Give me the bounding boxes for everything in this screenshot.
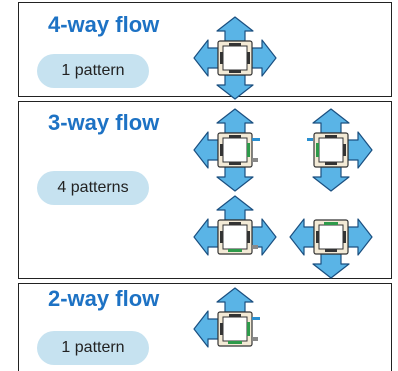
table-frame [18, 2, 392, 371]
airflow-arrow-icon [312, 166, 350, 192]
airflow-arrow-icon [216, 166, 254, 192]
airflow-arrow-icon [216, 108, 254, 134]
airflow-arrow-icon [193, 39, 219, 77]
pattern-count-badge: 1 pattern [37, 54, 149, 88]
table-top-border [18, 2, 392, 3]
pattern-count-badge: 4 patterns [37, 171, 149, 205]
three-way-flow-unit [289, 218, 373, 279]
ceiling-cassette-unit-icon [217, 132, 253, 168]
three-way-flow-unit [307, 108, 373, 192]
section-title-3-way-flow: 3-way flow [48, 110, 160, 135]
ceiling-cassette-unit-icon [217, 311, 253, 347]
airflow-arrow-icon [289, 218, 315, 256]
pattern-count-badge: 1 pattern [37, 331, 149, 365]
section-title-4-way-flow: 4-way flow [48, 12, 160, 37]
airflow-arrow-icon [312, 108, 350, 134]
two-way-flow-unit [193, 287, 260, 348]
airflow-arrow-icon [216, 195, 254, 221]
section-title-2-way-flow: 2-way flow [48, 286, 160, 311]
three-way-flow-unit [193, 195, 277, 256]
ceiling-cassette-unit-icon [313, 132, 349, 168]
airflow-arrow-icon [251, 39, 277, 77]
airflow-arrow-icon [347, 218, 373, 256]
ceiling-cassette-unit-icon [217, 219, 253, 255]
airflow-arrow-icon [251, 218, 277, 256]
three-way-flow-unit [193, 108, 260, 192]
section-divider [18, 278, 392, 284]
airflow-arrow-icon [312, 253, 350, 279]
airflow-arrow-icon [347, 131, 373, 169]
section-divider [18, 96, 392, 102]
ceiling-cassette-unit-icon [217, 40, 253, 76]
airflow-arrow-icon [216, 287, 254, 313]
ceiling-cassette-unit-icon [313, 219, 349, 255]
airflow-arrow-icon [193, 218, 219, 256]
airflow-arrow-icon [216, 74, 254, 100]
four-way-flow-unit [193, 16, 277, 100]
airflow-arrow-icon [193, 131, 219, 169]
airflow-arrow-icon [216, 16, 254, 42]
airflow-arrow-icon [193, 310, 219, 348]
